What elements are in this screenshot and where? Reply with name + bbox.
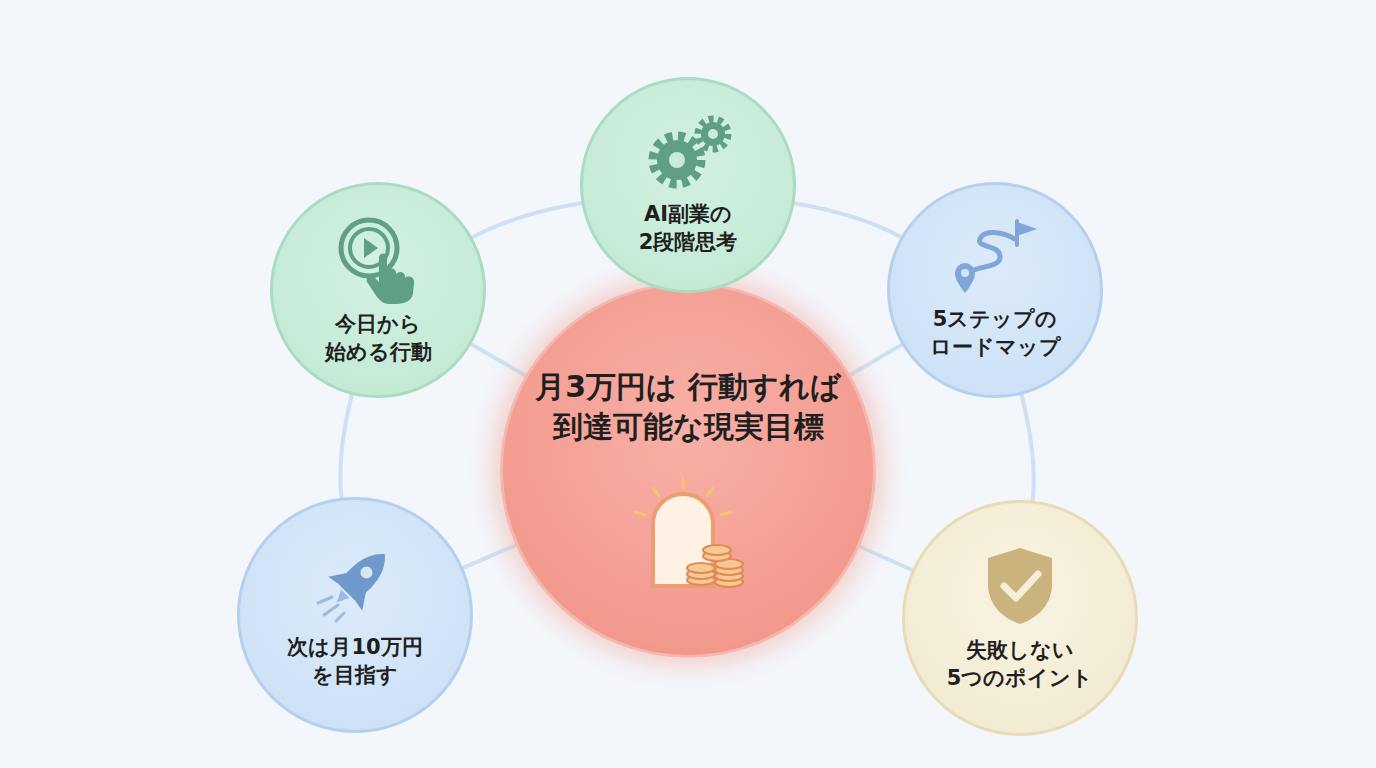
- topic-circle: AI副業の 2段階思考: [580, 77, 796, 293]
- gears-icon: [633, 114, 743, 194]
- shield-icon: [980, 544, 1060, 628]
- route-icon: [945, 219, 1045, 299]
- topic-label: 失敗しない 5つのポイント: [930, 636, 1110, 693]
- tap-play-icon: [333, 214, 423, 306]
- topic-circle: 今日から 始める行動: [270, 182, 486, 398]
- topic-circle: 次は月10万円 を目指す: [237, 497, 473, 733]
- center-circle: 月3万円は 行動すれば 到達可能な現実目標: [500, 282, 876, 658]
- connector-line: [472, 203, 581, 237]
- topic-label: 次は月10万円 を目指す: [265, 633, 445, 690]
- connector-line: [471, 344, 525, 375]
- topic-label: 今日から 始める行動: [298, 310, 458, 367]
- connector-line: [340, 395, 351, 498]
- connector-line: [850, 345, 902, 375]
- topic-label: 5ステップの ロードマップ: [915, 305, 1075, 362]
- door-coins-icon: [613, 474, 763, 594]
- topic-label: AI副業の 2段階思考: [608, 200, 768, 257]
- rocket-icon: [310, 541, 400, 625]
- topic-circle: 5ステップの ロードマップ: [887, 182, 1103, 398]
- goal-text: 月3万円は 行動すれば 到達可能な現実目標: [528, 367, 848, 448]
- connector-line: [1022, 395, 1034, 501]
- connector-line: [794, 203, 900, 237]
- topic-circle: 失敗しない 5つのポイント: [902, 500, 1138, 736]
- connector-line: [463, 545, 515, 568]
- connector-line: [860, 547, 913, 570]
